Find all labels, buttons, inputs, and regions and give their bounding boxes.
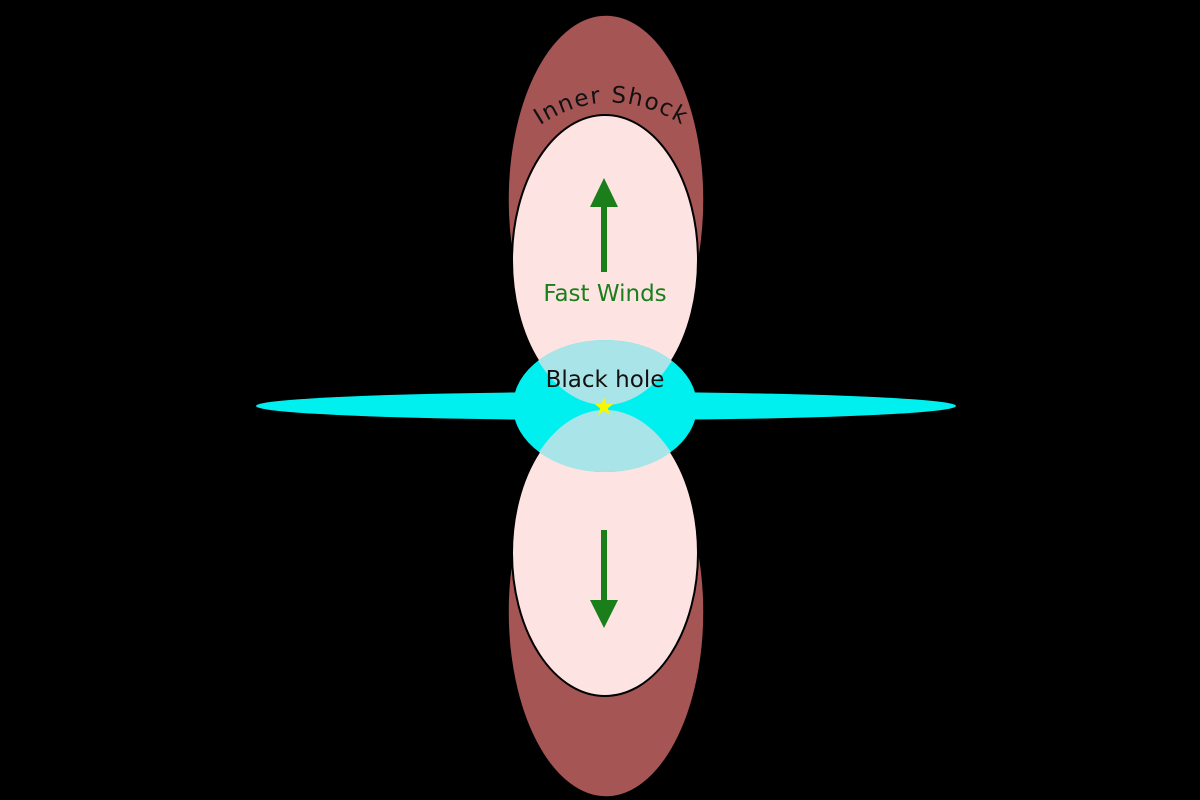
overlap-top xyxy=(513,340,697,405)
fast-winds-label: Fast Winds xyxy=(543,281,666,307)
overlap-bottom xyxy=(513,410,697,472)
star-icon xyxy=(594,397,614,416)
black-hole-label: Black hole xyxy=(546,367,665,393)
arrow-icon xyxy=(590,530,618,628)
arrow-icon xyxy=(590,178,618,272)
